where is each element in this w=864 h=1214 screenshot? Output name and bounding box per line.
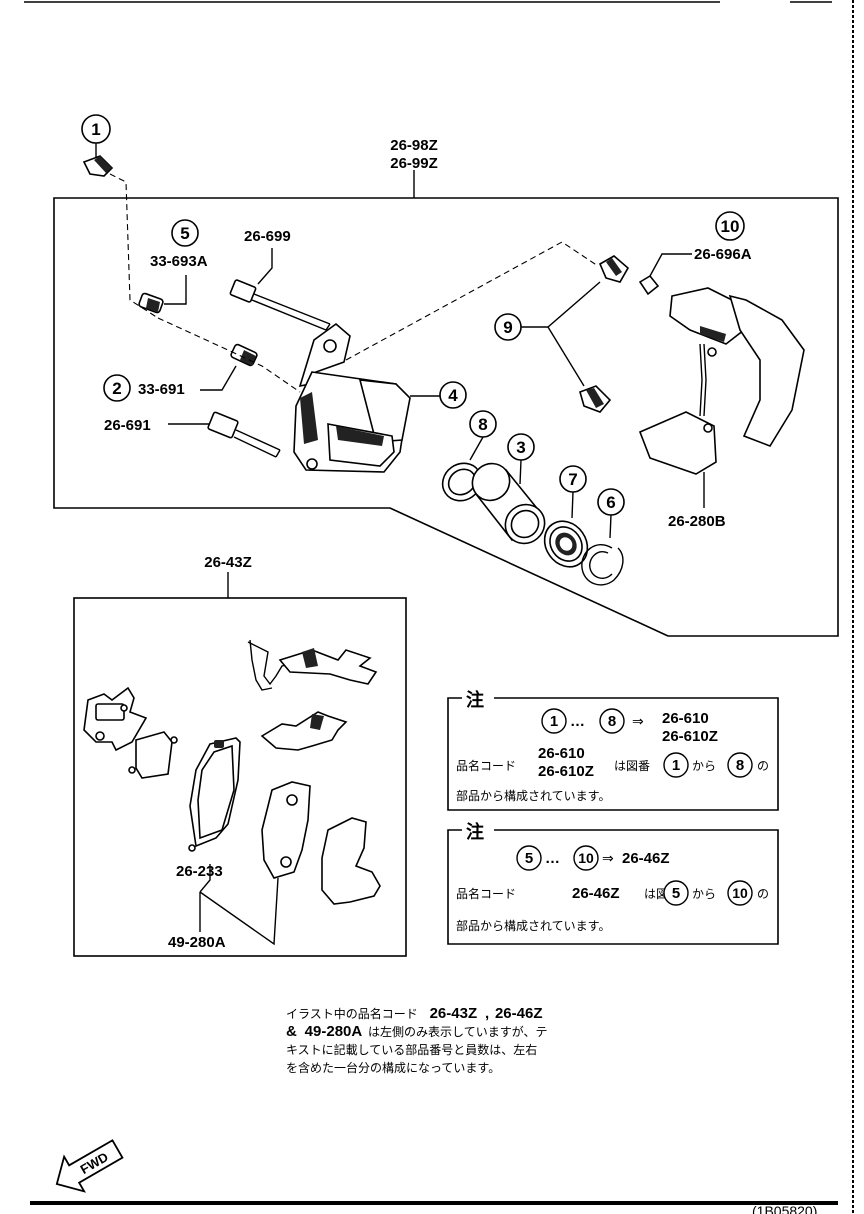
footnote-line2: & 49-280A は左側のみ表示していますが、テ <box>286 1023 547 1040</box>
svg-text:…: … <box>545 850 560 867</box>
part-26-43Z: 26-43Z <box>204 554 252 571</box>
svg-text:…: … <box>570 713 585 730</box>
pad-retainer-clip-1 <box>278 648 378 685</box>
note1-from-circle <box>541 708 567 734</box>
piston <box>471 462 546 545</box>
mounting-bracket <box>638 287 805 475</box>
svg-text:1: 1 <box>672 757 680 774</box>
svg-text:1: 1 <box>91 120 100 139</box>
note1-frame <box>447 697 779 811</box>
figure-code: (1B05820) <box>752 1203 817 1214</box>
svg-text:3: 3 <box>516 438 525 457</box>
note1-header: 注 <box>466 689 484 711</box>
footnote-line3: キストに記載している部品番号と員数は、左右 <box>286 1042 537 1057</box>
note2-code-label: 品名コード <box>456 886 516 901</box>
svg-text:の: の <box>757 759 769 773</box>
note2-frame <box>447 829 779 945</box>
svg-text:8: 8 <box>736 757 744 774</box>
callout-5 <box>171 219 199 247</box>
svg-text:5: 5 <box>672 885 680 902</box>
note1-code2: 26-610Z <box>538 763 594 780</box>
guide-pin-lower <box>207 411 281 458</box>
pin-boot-small <box>638 274 660 296</box>
bleeder-screw <box>138 292 164 314</box>
part-26-233: 26-233 <box>176 863 223 880</box>
part-49-280A: 49-280A <box>168 934 226 951</box>
note1-target2: 26-610Z <box>662 728 718 745</box>
part-26-691: 26-691 <box>104 417 151 434</box>
svg-text:4: 4 <box>448 386 458 405</box>
callout-2 <box>103 374 131 402</box>
note2-header: 注 <box>466 821 484 843</box>
pad-kit-frame <box>73 597 407 957</box>
caliper-assembly-frame <box>53 197 839 637</box>
svg-text:10: 10 <box>732 885 748 901</box>
assembly-code-1: 26-98Z <box>390 137 438 154</box>
note1-arrow: ⇒ <box>632 714 644 730</box>
anti-squeal-shim-outer <box>321 817 381 905</box>
note1-to-circle <box>599 708 625 734</box>
svg-text:の: の <box>757 887 769 901</box>
part-33-693A: 33-693A <box>150 253 208 270</box>
svg-text:1: 1 <box>550 713 558 730</box>
brake-pad-inner <box>188 737 241 852</box>
bleeder-cap <box>82 155 114 177</box>
bleeder-plug <box>230 343 258 367</box>
part-26-280B: 26-280B <box>668 513 726 530</box>
anti-squeal-shim-small <box>128 731 178 779</box>
brake-pad-outer <box>261 781 311 879</box>
callout-4 <box>439 381 467 409</box>
part-26-696A: 26-696A <box>694 246 752 263</box>
note2-target: 26-46Z <box>622 850 670 867</box>
snap-ring <box>581 543 624 586</box>
assembly-code-2: 26-99Z <box>390 155 438 172</box>
svg-text:2: 2 <box>112 379 121 398</box>
pad-retainer-clip-2 <box>260 711 348 751</box>
note1-code-label: 品名コード <box>456 758 516 773</box>
note1-code1: 26-610 <box>538 745 585 762</box>
callout-10 <box>715 211 745 241</box>
svg-text:5: 5 <box>525 850 533 867</box>
svg-text:8: 8 <box>608 713 616 730</box>
footnote-line1: イラスト中の品名コード 26-43Z , 26-46Z <box>286 1005 542 1022</box>
svg-text:10: 10 <box>578 850 594 866</box>
svg-text:7: 7 <box>568 470 577 489</box>
footnote-line4: を含めた一台分の構成になっています。 <box>286 1060 500 1075</box>
note2-tail: 部品から構成されています。 <box>456 918 610 933</box>
note1-mid: は図番 <box>614 759 650 773</box>
svg-text:から: から <box>692 887 716 901</box>
svg-text:5: 5 <box>180 224 189 243</box>
piston-seal <box>441 462 483 502</box>
part-33-691: 33-691 <box>138 381 185 398</box>
pin-boot-upper <box>598 255 630 283</box>
note1-target1: 26-610 <box>662 710 709 727</box>
note2-code: 26-46Z <box>572 885 620 902</box>
note1-tail: 部品から構成されています。 <box>456 788 610 803</box>
svg-text:6: 6 <box>606 493 615 512</box>
caliper-body <box>293 322 411 473</box>
svg-text:から: から <box>692 759 716 773</box>
pad-shim-left <box>83 686 148 752</box>
svg-text:9: 9 <box>503 318 512 337</box>
svg-text:⇒: ⇒ <box>602 851 614 867</box>
part-26-699: 26-699 <box>244 228 291 245</box>
svg-text:10: 10 <box>721 217 740 236</box>
guide-pin-upper <box>229 279 331 331</box>
dust-boot <box>543 520 589 568</box>
pin-boot-lower <box>579 385 612 413</box>
fwd-arrow-icon: FWD <box>55 1139 124 1193</box>
svg-text:8: 8 <box>478 415 487 434</box>
